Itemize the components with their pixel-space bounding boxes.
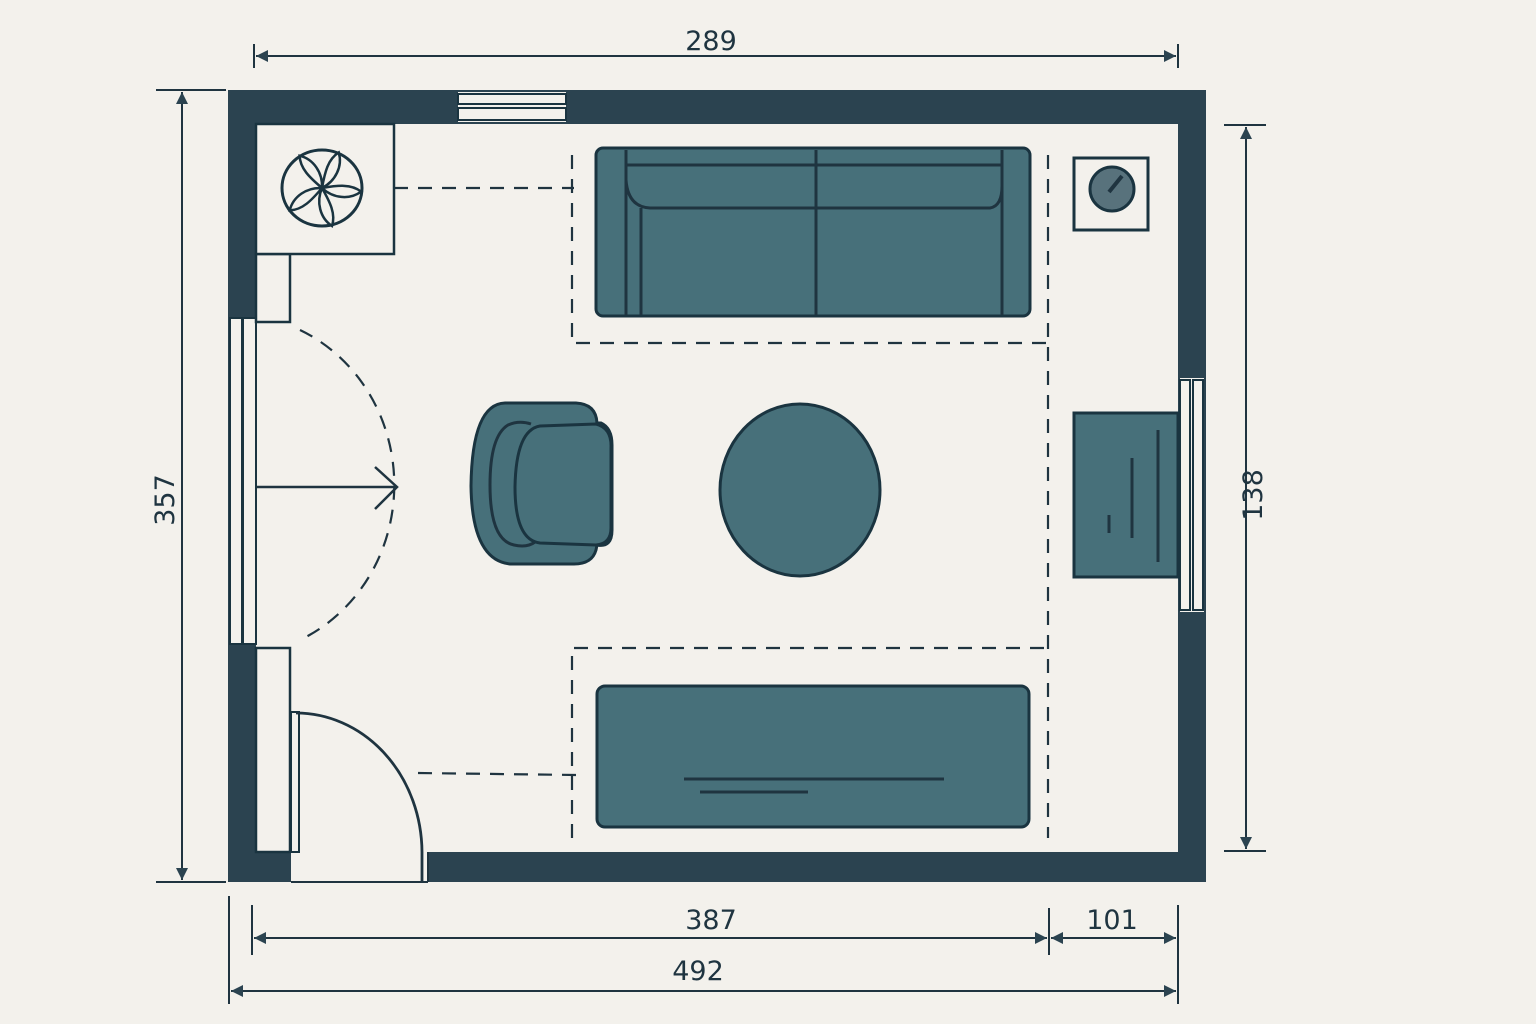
bench[interactable] [595, 684, 1031, 829]
window-top[interactable] [457, 92, 567, 122]
arrow-right-icon [374, 466, 399, 510]
dim-right-label: 138 [1238, 469, 1269, 521]
dim-top-label: 289 [685, 26, 737, 57]
side-table-lamp[interactable] [1072, 156, 1150, 232]
sofa[interactable] [594, 146, 1032, 318]
dimension-bottom: 387 101 492 [228, 896, 1179, 1004]
round-coffee-table[interactable] [718, 402, 882, 578]
dimension-top: 289 [253, 26, 1179, 68]
armchair[interactable] [469, 401, 614, 566]
sliding-door[interactable] [229, 317, 399, 645]
dim-left-label: 357 [150, 474, 181, 526]
entry-door[interactable] [290, 711, 429, 884]
tv-console[interactable] [1072, 411, 1180, 579]
window-right[interactable] [1179, 378, 1204, 612]
dim-bottom-side-label: 101 [1086, 905, 1138, 936]
dimension-left: 357 [150, 89, 226, 883]
clearance-zones [394, 155, 1050, 838]
dim-bottom-total-label: 492 [672, 956, 724, 987]
plant[interactable] [254, 122, 396, 256]
dim-bottom-main-label: 387 [685, 905, 737, 936]
plant-icon [280, 148, 364, 228]
dimension-right: 138 [1224, 124, 1269, 852]
